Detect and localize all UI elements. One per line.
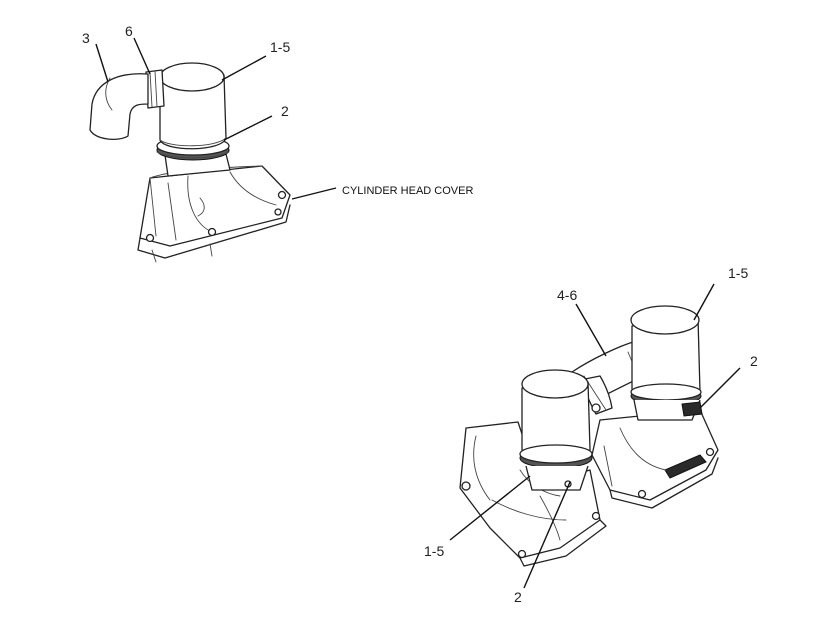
callout-2-rear: 2: [750, 353, 758, 369]
breather-canister-upper: [159, 62, 227, 150]
cylinder-head-cover-right: [591, 409, 719, 509]
upper-left-breather-assembly: 3 6 1-5 2 CYLINDER HEAD COVER: [82, 23, 473, 263]
leader-1-5-upper: [221, 55, 267, 81]
leader-2-rear: [699, 367, 741, 409]
leader-1-5-front: [449, 475, 531, 541]
callout-1-5-front: 1-5: [424, 543, 444, 559]
callout-2-upper: 2: [281, 103, 289, 119]
leader-cover: [291, 187, 337, 200]
callout-6-upper: 6: [125, 23, 133, 39]
leader-4-6: [575, 303, 607, 357]
breather-canister-rear: [630, 305, 703, 421]
leader-1-5-rear: [693, 283, 715, 321]
callout-2-front: 2: [514, 589, 522, 605]
cylinder-head-cover-upper: [137, 165, 291, 263]
coupling-collar-upper: [145, 69, 165, 109]
leader-2-upper: [223, 115, 273, 141]
callout-1-5-upper: 1-5: [270, 39, 290, 55]
callout-4-6: 4-6: [557, 287, 577, 303]
callout-cylinder-head-cover: CYLINDER HEAD COVER: [342, 185, 473, 197]
breather-canister-front: [519, 369, 593, 491]
elbow-tube-upper: [89, 73, 149, 141]
callout-1-5-rear: 1-5: [728, 265, 748, 281]
leader-6-upper: [133, 37, 151, 75]
callout-3-upper: 3: [82, 30, 90, 46]
lower-right-breather-assembly: 1-5 4-6 2 1-5 2: [424, 265, 758, 605]
leader-2-front: [523, 481, 571, 589]
leader-3-upper: [95, 43, 109, 83]
